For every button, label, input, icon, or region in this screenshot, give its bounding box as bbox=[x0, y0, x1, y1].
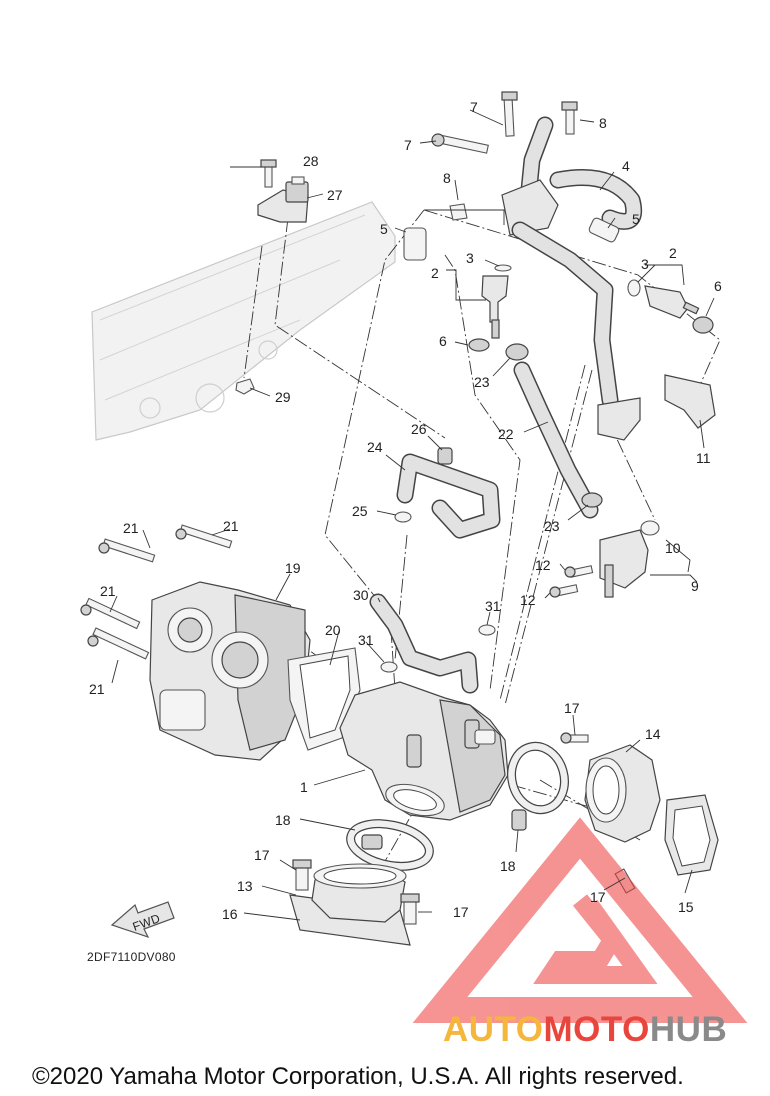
watermark-brand: AUTOMOTOHUB bbox=[443, 1012, 727, 1047]
callout-25: 25 bbox=[352, 503, 368, 519]
brand-moto: MOTO bbox=[543, 1010, 650, 1049]
callout-26: 26 bbox=[411, 421, 427, 437]
fuel-rail-parts bbox=[403, 91, 714, 409]
intake-joint-1 bbox=[339, 681, 509, 821]
callout-6b: 6 bbox=[439, 333, 447, 349]
diagram-code: 2DF7110DV080 bbox=[87, 950, 176, 964]
callout-11: 11 bbox=[696, 450, 711, 466]
callout-10: 10 bbox=[665, 540, 681, 556]
clamp-18-upper bbox=[507, 741, 569, 831]
callout-17b: 17 bbox=[254, 847, 270, 863]
callout-28: 28 bbox=[303, 153, 319, 169]
callout-12b: 12 bbox=[520, 592, 536, 608]
callout-14: 14 bbox=[645, 726, 661, 742]
hose-30 bbox=[369, 593, 496, 694]
sensor-assembly bbox=[235, 159, 309, 395]
callout-29: 29 bbox=[275, 389, 291, 405]
callout-23a: 23 bbox=[474, 374, 490, 390]
callout-23b: 23 bbox=[544, 518, 560, 534]
callout-6a: 6 bbox=[714, 278, 722, 294]
callout-19: 19 bbox=[285, 560, 301, 576]
callout-21c: 21 bbox=[100, 583, 116, 599]
callout-2a: 2 bbox=[669, 245, 677, 261]
callout-31a: 31 bbox=[485, 598, 501, 614]
hose-22 bbox=[505, 343, 603, 519]
callout-7b: 7 bbox=[404, 137, 412, 153]
fwd-arrow: FWD bbox=[110, 901, 175, 939]
watermark-logo bbox=[412, 817, 748, 1023]
callout-8a: 8 bbox=[599, 115, 607, 131]
callout-5a: 5 bbox=[632, 211, 640, 227]
leader-lines bbox=[109, 109, 715, 921]
callout-4: 4 bbox=[622, 158, 630, 174]
callout-17d: 17 bbox=[590, 889, 606, 905]
brand-auto: AUTO bbox=[443, 1010, 544, 1049]
callout-1: 1 bbox=[300, 779, 308, 795]
clamp-18-lower bbox=[346, 819, 434, 871]
callout-labels: 7 7 8 8 4 5 5 2 2 3 3 6 6 28 27 29 23 22… bbox=[87, 99, 722, 964]
callout-8b: 8 bbox=[443, 170, 451, 186]
callout-24: 24 bbox=[367, 439, 383, 455]
callout-2b: 2 bbox=[431, 265, 439, 281]
callout-20: 20 bbox=[325, 622, 341, 638]
brand-hub: HUB bbox=[649, 1010, 728, 1049]
callout-9: 9 bbox=[691, 578, 699, 594]
callout-18a: 18 bbox=[275, 812, 291, 828]
callout-31b: 31 bbox=[358, 632, 374, 648]
callout-17a: 17 bbox=[564, 700, 580, 716]
callout-21d: 21 bbox=[89, 681, 105, 697]
callout-18b: 18 bbox=[500, 858, 516, 874]
callout-13: 13 bbox=[237, 878, 253, 894]
joint-14 bbox=[560, 732, 719, 894]
callout-27: 27 bbox=[327, 187, 343, 203]
callout-21a: 21 bbox=[123, 520, 139, 536]
callout-3a: 3 bbox=[466, 250, 474, 266]
callout-16: 16 bbox=[222, 906, 238, 922]
copyright-notice: ©2020 Yamaha Motor Corporation, U.S.A. A… bbox=[32, 1063, 684, 1090]
callout-7a: 7 bbox=[470, 99, 478, 115]
hose-24 bbox=[394, 447, 501, 539]
callout-30: 30 bbox=[353, 587, 369, 603]
callout-3b: 3 bbox=[641, 256, 649, 272]
callout-12a: 12 bbox=[535, 557, 551, 573]
throttle-body-19 bbox=[80, 524, 361, 761]
callout-21b: 21 bbox=[223, 518, 239, 534]
joint-13 bbox=[289, 859, 420, 946]
frame-ghost bbox=[91, 201, 396, 441]
callout-22: 22 bbox=[498, 426, 514, 442]
callout-15: 15 bbox=[678, 899, 694, 915]
callout-5b: 5 bbox=[380, 221, 388, 237]
fuel-joint-parts bbox=[549, 374, 716, 598]
callout-17c: 17 bbox=[453, 904, 469, 920]
